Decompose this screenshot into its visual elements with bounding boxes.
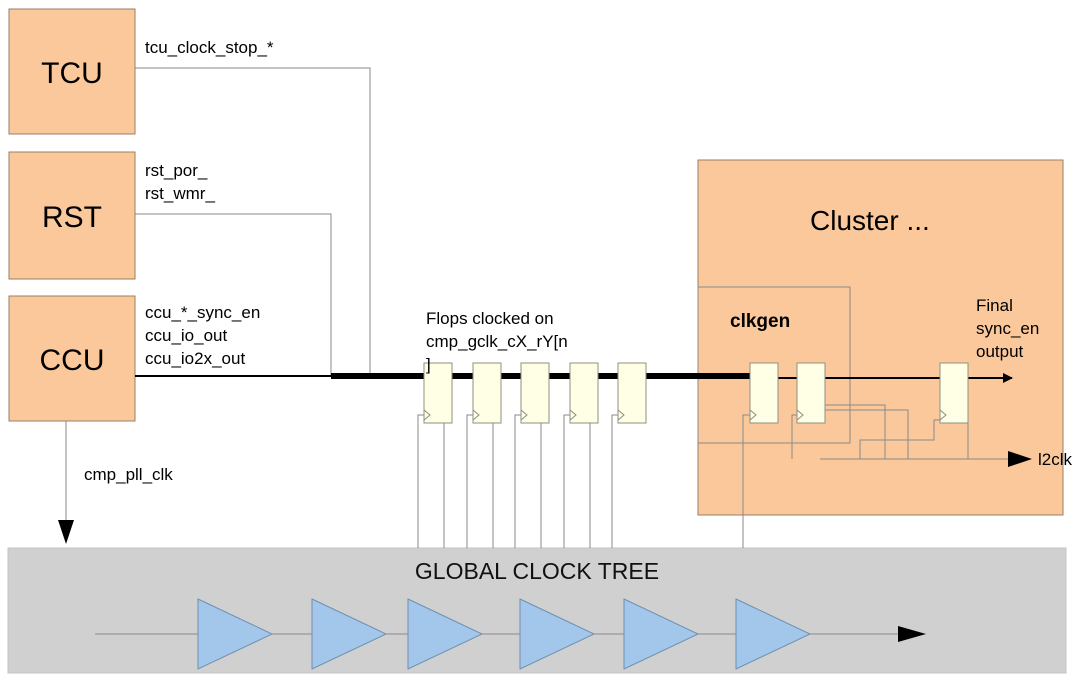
- cluster-block: [697, 159, 1064, 516]
- flop1-clk-wire: [417, 414, 424, 548]
- ccu-io2x-out-label: ccu_io2x_out: [145, 349, 245, 368]
- ccu-block: [8, 295, 136, 422]
- clkgen-flop-1: [749, 362, 779, 424]
- l2clk-arrowhead: [1008, 451, 1032, 467]
- final-label-line1: Final: [976, 296, 1013, 315]
- flops-label-line2: cmp_gclk_cX_rY[n: [426, 332, 568, 351]
- ccu-io-out-label: ccu_io_out: [145, 326, 228, 345]
- flop-clock-markers: [423, 409, 947, 421]
- rst-block: [8, 151, 136, 280]
- final-flop: [939, 362, 969, 424]
- clkgen-out-wire: [825, 404, 886, 459]
- flop5-clk-wire: [611, 414, 620, 548]
- clock-buffer-1: [197, 598, 274, 670]
- flops-label-line3: ]: [426, 355, 431, 374]
- ccu-label: CCU: [40, 344, 105, 377]
- final-label-line2: sync_en: [976, 319, 1039, 338]
- clkgen-out-wire-2: [825, 409, 909, 459]
- clkgen-label: clkgen: [730, 311, 790, 332]
- flop-4: [569, 362, 599, 424]
- cmp-pll-clk-arrowhead: [58, 520, 74, 544]
- clock-buffer-6: [735, 598, 812, 670]
- l2clk-label: l2clk: [1038, 450, 1072, 469]
- flop-3: [520, 362, 550, 424]
- clkgen-ff2-clk-wire: [791, 414, 797, 459]
- rst-label: RST: [42, 201, 102, 234]
- final-label-line3: output: [976, 342, 1024, 361]
- tcu-block: [8, 8, 136, 135]
- flop3-clk-wire: [514, 414, 521, 548]
- tcu-wire: [135, 67, 371, 376]
- clock-tree-arrowhead: [898, 626, 926, 642]
- flops-label-line1: Flops clocked on: [426, 309, 554, 328]
- global-clock-tree-title: GLOBAL CLOCK TREE: [415, 558, 659, 584]
- clock-buffer-4: [519, 598, 596, 670]
- clkgen-flop-2: [796, 362, 826, 424]
- rst-wire: [135, 213, 332, 376]
- flop4-clk-wire: [563, 414, 570, 548]
- final-ff-clk-wire: [859, 419, 940, 459]
- flop-1: [423, 362, 453, 424]
- flop-2: [472, 362, 502, 424]
- flop-5: [617, 362, 647, 424]
- rst-wmr-label: rst_wmr_: [145, 184, 215, 203]
- tcu-clock-stop-label: tcu_clock_stop_*: [145, 38, 274, 57]
- clock-buffer-2: [311, 598, 388, 670]
- clkgen-box: [697, 286, 851, 444]
- flop2-clk-wire: [466, 414, 473, 548]
- tcu-label: TCU: [41, 57, 103, 90]
- clock-buffer-3: [407, 598, 484, 670]
- clkgen-clk-wire: [742, 414, 750, 548]
- rst-por-label: rst_por_: [145, 161, 208, 180]
- clock-buffer-5: [623, 598, 700, 670]
- cluster-title: Cluster ...: [810, 205, 930, 236]
- cmp-pll-clk-label: cmp_pll_clk: [84, 465, 173, 484]
- ccu-sync-en-label: ccu_*_sync_en: [145, 303, 260, 322]
